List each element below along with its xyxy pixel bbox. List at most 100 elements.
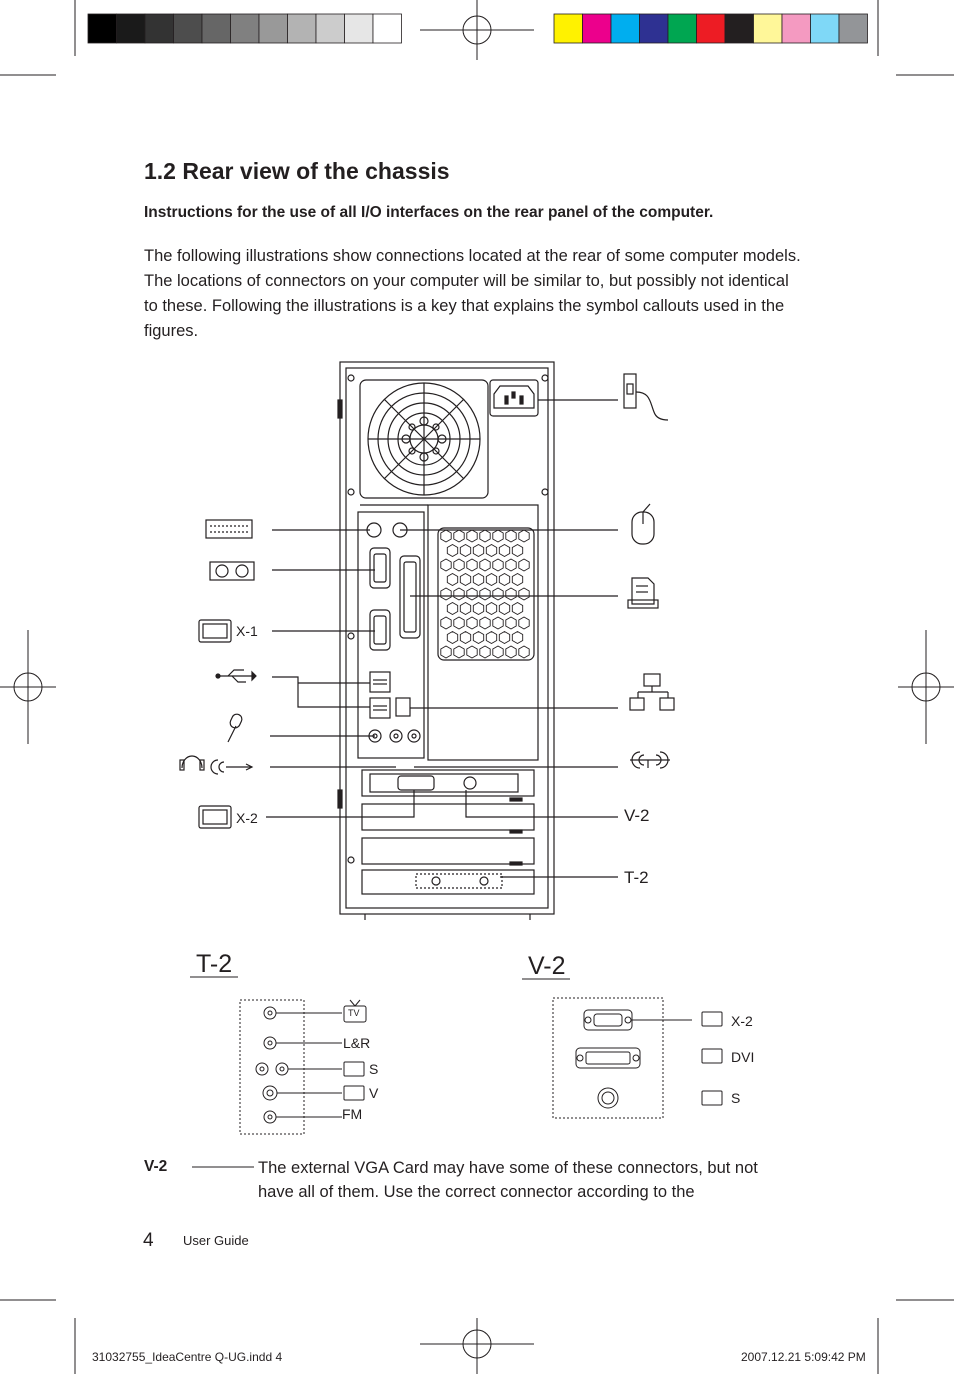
vent-hole: [440, 587, 452, 601]
calibration-swatch: [810, 13, 840, 44]
slug-filename: 31032755_IdeaCentre Q-UG.indd 4: [92, 1350, 283, 1364]
keyboard-icon: [205, 519, 253, 539]
vent-hole: [498, 630, 511, 645]
mouse-icon: [631, 503, 655, 545]
power-plug-icon: [623, 373, 669, 421]
vent-hole: [485, 543, 498, 558]
parallel-port: [399, 555, 421, 639]
vent-hole: [518, 616, 530, 630]
network-icon: [629, 673, 675, 711]
vent-hole: [472, 543, 485, 558]
calibration-swatch: [724, 13, 754, 44]
vent-hole: [459, 630, 472, 645]
t2-panel-title: T-2: [196, 950, 233, 978]
monitor-icon-v2: [701, 1011, 723, 1027]
calibration-swatch: [230, 13, 260, 44]
color-calibration-bar: [553, 13, 868, 44]
vent-hole: [492, 529, 504, 543]
vent-hole: [466, 529, 478, 543]
headphones-icon: [179, 755, 205, 771]
vent-hole: [479, 616, 491, 630]
vent-hole: [518, 645, 530, 659]
vent-hole: [498, 543, 511, 558]
io-panel: [357, 511, 425, 759]
v2-label-s: S: [731, 1090, 741, 1106]
vent-hole: [492, 645, 504, 659]
t2-label-v: V: [369, 1085, 379, 1101]
vent-hole: [459, 543, 472, 558]
vent-hole: [505, 558, 517, 572]
vent-hole: [485, 601, 498, 616]
vent-hole: [440, 616, 452, 630]
honeycomb-vent: [437, 527, 535, 661]
dvi-icon: [701, 1048, 723, 1064]
v2-label-dvi: DVI: [731, 1049, 755, 1065]
footer-label: User Guide: [183, 1233, 249, 1248]
vent-hole: [479, 529, 491, 543]
fan-grille: [359, 379, 489, 499]
calibration-swatch: [116, 13, 146, 44]
key-term: V-2: [144, 1158, 168, 1175]
v2-panel-title: V-2: [528, 952, 566, 980]
vent-hole: [492, 558, 504, 572]
calibration-swatch: [287, 13, 317, 44]
s-video-icon-v2: [701, 1090, 723, 1106]
line-in-icon: [630, 751, 670, 769]
monitor-icon-x2: [198, 805, 232, 829]
vent-hole: [466, 587, 478, 601]
vent-hole: [505, 645, 517, 659]
vent-hole: [479, 558, 491, 572]
lan-port: [395, 697, 411, 717]
vent-hole: [492, 587, 504, 601]
vent-hole: [485, 630, 498, 645]
vent-hole: [505, 587, 517, 601]
vent-hole: [511, 543, 524, 558]
tv-icon: [343, 999, 367, 1023]
monitor-icon-x1: [198, 619, 232, 643]
vent-hole: [505, 529, 517, 543]
calibration-swatch: [639, 13, 669, 44]
vent-hole: [453, 587, 465, 601]
vent-hole: [459, 572, 472, 587]
callout-v2: V-2: [624, 806, 650, 825]
calibration-swatch: [372, 13, 402, 44]
usb-ports: [369, 671, 391, 693]
calibration-swatch: [781, 13, 811, 44]
v2-label-x2: X-2: [731, 1013, 753, 1029]
s-video-icon: [343, 1061, 365, 1077]
vent-hole: [505, 616, 517, 630]
composite-icon: [343, 1085, 365, 1101]
vent-hole: [466, 558, 478, 572]
key-description: The external VGA Card may have some of t…: [258, 1159, 758, 1201]
vent-hole: [453, 558, 465, 572]
usb-icon: [215, 669, 257, 683]
vent-hole: [446, 630, 459, 645]
vent-hole: [453, 645, 465, 659]
calibration-swatch: [344, 13, 374, 44]
vent-hole: [479, 587, 491, 601]
vent-hole: [518, 558, 530, 572]
vent-hole: [459, 601, 472, 616]
serial-port-icon: [209, 561, 255, 581]
vga-card-panel: [522, 978, 723, 1119]
calibration-swatch: [258, 13, 288, 44]
vent-hole: [440, 558, 452, 572]
calibration-swatch: [610, 13, 640, 44]
intro-paragraph: The following illustrations show connect…: [144, 247, 801, 340]
slug-timestamp: 2007.12.21 5:09:42 PM: [741, 1350, 866, 1364]
page-number: 4: [143, 1230, 154, 1251]
printer-icon: [627, 577, 659, 609]
vent-hole: [472, 572, 485, 587]
vent-hole: [498, 572, 511, 587]
calibration-swatch: [838, 13, 868, 44]
t2-label-s: S: [369, 1061, 379, 1077]
vent-hole: [440, 529, 452, 543]
vent-hole: [492, 616, 504, 630]
vent-hole: [453, 529, 465, 543]
vent-hole: [518, 587, 530, 601]
vent-hole: [518, 529, 530, 543]
calibration-swatch: [315, 13, 345, 44]
power-socket: [489, 379, 539, 417]
